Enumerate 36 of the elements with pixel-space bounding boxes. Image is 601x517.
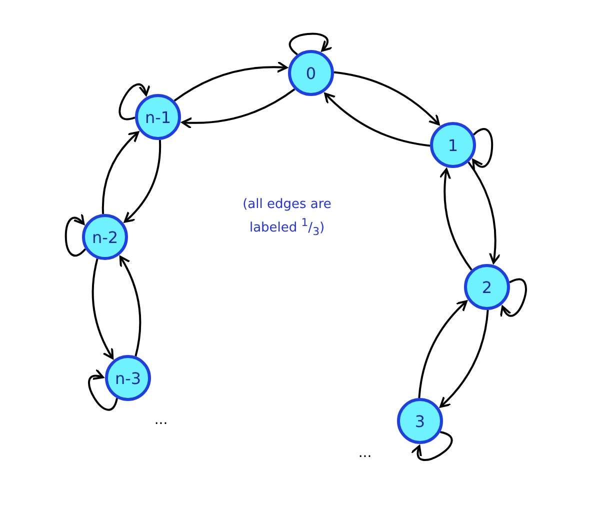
state-label: n-1 (144, 108, 172, 126)
annotation-text: (all edges are labeled $^{1}$/$_{3}$) (242, 196, 332, 240)
arrow (88, 370, 118, 410)
arrow (64, 213, 86, 256)
state-circle (430, 122, 476, 168)
state-label: 0 (306, 64, 316, 82)
arrow (412, 431, 452, 461)
arrow (334, 71, 440, 126)
arrow (468, 161, 501, 264)
state-circle (397, 398, 443, 444)
state-circle (135, 94, 181, 140)
arrow (439, 168, 472, 271)
state-label: n-3 (114, 368, 142, 388)
state-label: 2 (482, 278, 492, 296)
arrow (472, 128, 493, 171)
state-circle (288, 50, 334, 96)
state-label: 1 (448, 136, 458, 154)
arrow (440, 310, 489, 408)
arrow (418, 300, 468, 398)
state-label: n-2 (92, 228, 118, 246)
arrow (124, 140, 162, 223)
arrow (174, 61, 288, 102)
ellipsis: ... (357, 444, 373, 463)
arrow (288, 32, 333, 56)
ellipsis: ... (153, 411, 169, 430)
arrow (118, 84, 150, 120)
arrow (92, 258, 114, 360)
state-label: 3 (414, 412, 426, 430)
state-circle (82, 214, 128, 260)
state-circle (464, 264, 510, 310)
arrow (501, 278, 527, 318)
arrow (324, 92, 430, 147)
arrow (102, 131, 140, 214)
state-circle (105, 355, 151, 401)
arrow (119, 256, 142, 357)
arrow (181, 88, 296, 129)
